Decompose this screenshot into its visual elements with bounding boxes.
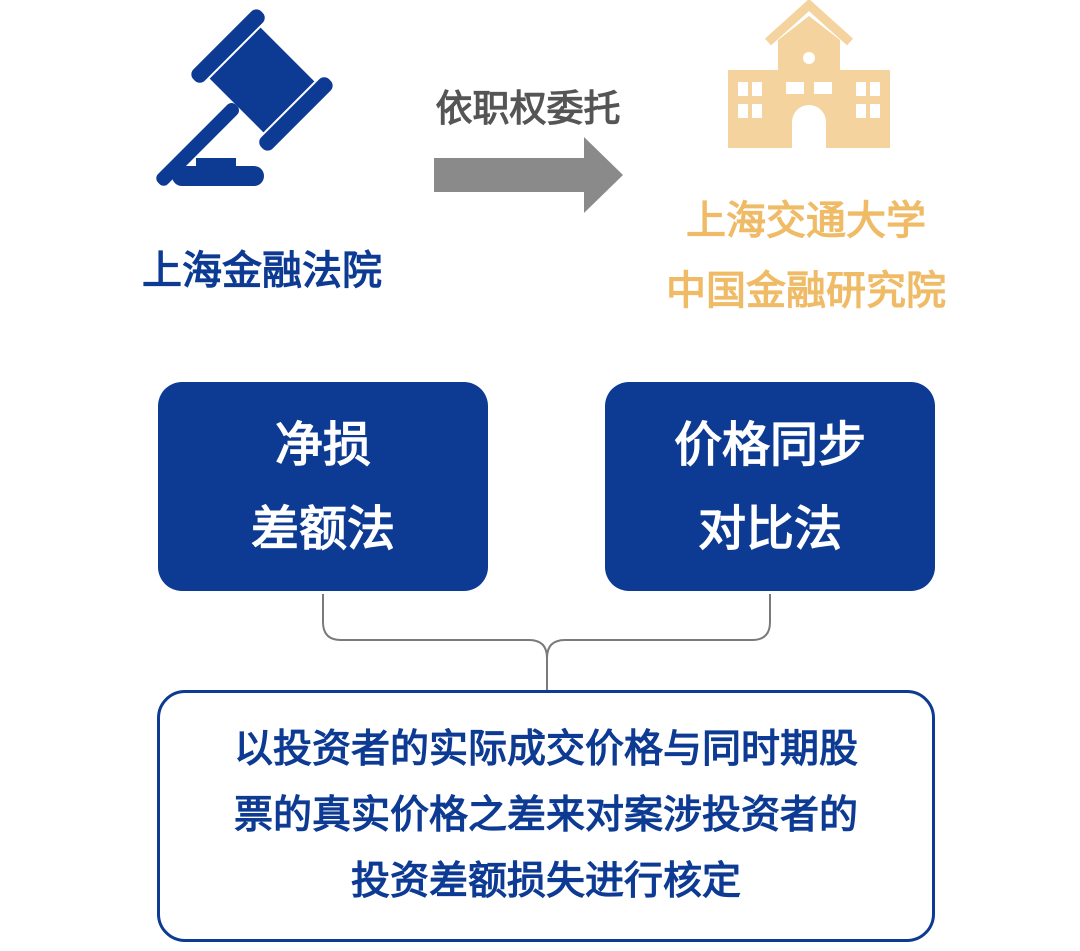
method-line1: 净损: [274, 416, 371, 473]
method-box-price-sync: 价格同步 对比法: [605, 382, 935, 591]
institute-name-line2: 中国金融研究院: [666, 268, 946, 314]
method-box-net-loss: 净损 差额法: [158, 382, 488, 591]
bracket-connector: [322, 594, 771, 690]
method-line2: 对比法: [697, 500, 842, 557]
summary-line2: 票的真实价格之差来对案涉投资者的: [233, 793, 858, 838]
institute-name-line1: 上海交通大学: [686, 198, 926, 244]
method-line1: 价格同步: [673, 416, 866, 473]
method-line2: 差额法: [250, 500, 395, 557]
relation-label: 依职权委托: [435, 87, 621, 130]
arrow-right-icon: [434, 137, 623, 213]
summary-box: 以投资者的实际成交价格与同时期股 票的真实价格之差来对案涉投资者的 投资差额损失…: [157, 690, 935, 942]
summary-line3: 投资差额损失进行核定: [350, 859, 741, 904]
gavel-icon: [156, 9, 333, 186]
university-building-icon: [728, 0, 890, 148]
court-name: 上海金融法院: [142, 248, 382, 294]
summary-line1: 以投资者的实际成交价格与同时期股: [233, 727, 858, 772]
